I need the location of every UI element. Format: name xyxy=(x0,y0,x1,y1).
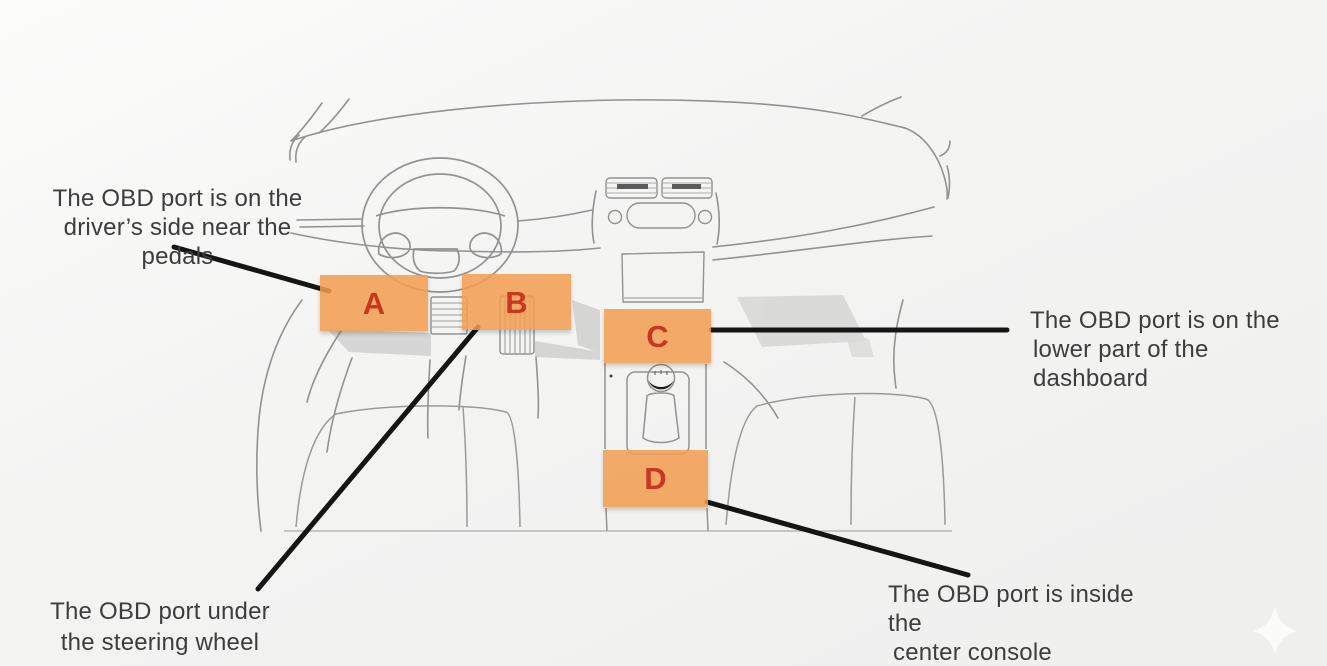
zone-d[interactable]: D xyxy=(603,450,708,507)
zone-a[interactable]: A xyxy=(320,275,428,331)
annotation-console-line2: center console xyxy=(893,639,1052,666)
hazard-switch-panel xyxy=(626,202,696,229)
leader-line-d xyxy=(704,499,971,578)
annotation-console-line1: The OBD port is inside the xyxy=(888,581,1134,637)
dashboard-outline xyxy=(256,96,951,532)
leader-line-b xyxy=(255,324,481,592)
annotation-steering-line1: The OBD port under xyxy=(50,598,270,625)
annotation-pedals: The OBD port is on the driver’s side nea… xyxy=(25,184,330,271)
zone-b[interactable]: B xyxy=(462,274,571,330)
infotainment-screen xyxy=(621,251,705,303)
dash-knob-left xyxy=(607,209,623,225)
dash-knob-right xyxy=(697,209,713,225)
leader-line-a xyxy=(171,244,332,294)
zone-c[interactable]: C xyxy=(604,309,711,363)
passenger-seat xyxy=(725,392,946,526)
zone-d-letter: D xyxy=(644,461,667,496)
left-a-pillar xyxy=(290,102,323,142)
right-a-pillar xyxy=(904,127,949,200)
annotation-dashboard: The OBD port is on the lower part of the… xyxy=(1030,306,1327,393)
annotation-dashboard-line2: lower part of the dashboard xyxy=(1033,336,1209,392)
air-vent-right xyxy=(661,177,713,199)
wiper-stalk xyxy=(289,134,300,161)
shadow-areas xyxy=(327,295,874,360)
center-console xyxy=(604,363,709,532)
annotation-steering: The OBD port under the steering wheel xyxy=(45,596,275,658)
seats xyxy=(284,392,952,532)
steering-wheel xyxy=(361,157,519,293)
air-vent-left xyxy=(605,177,658,199)
sparkle-watermark xyxy=(1253,606,1297,655)
center-stack xyxy=(605,177,713,303)
annotation-pedals-line1: The OBD port is on the xyxy=(52,185,303,212)
zone-b-letter: B xyxy=(505,284,528,320)
gear-knob xyxy=(646,363,676,393)
zone-a-letter: A xyxy=(362,285,386,321)
zone-c-letter: C xyxy=(646,318,669,354)
annotation-steering-line2: the steering wheel xyxy=(60,629,260,656)
annotation-pedals-line2: driver’s side near the pedals xyxy=(63,214,292,270)
shifter-boot xyxy=(642,392,680,444)
annotation-dashboard-line1: The OBD port is on the xyxy=(1030,307,1280,334)
annotation-console: The OBD port is inside the center consol… xyxy=(888,580,1158,666)
driver-seat xyxy=(295,405,521,528)
leader-lines xyxy=(171,244,1010,592)
